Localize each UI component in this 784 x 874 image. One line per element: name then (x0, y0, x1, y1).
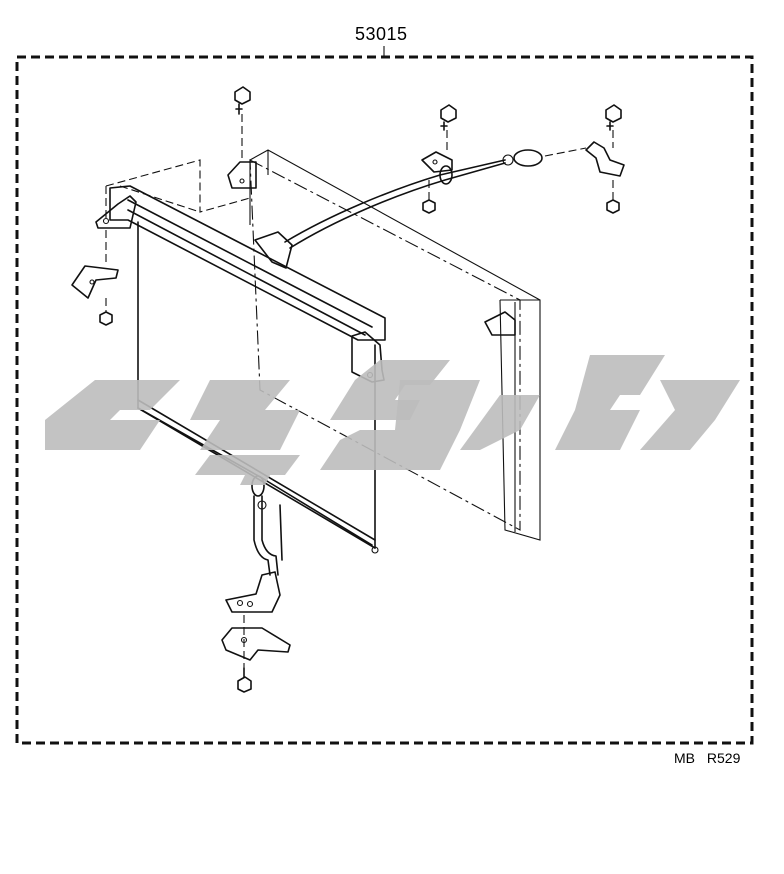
radiator-outline (249, 149, 541, 541)
bolt-icon (234, 86, 251, 160)
bolt-icon (237, 615, 252, 693)
radiator-upper-bracket-left (227, 161, 257, 189)
watermark-logo (45, 355, 740, 485)
upper-center-bracket (421, 151, 453, 173)
lower-cable-bracket (225, 571, 281, 613)
reference-code: MB R529 (674, 750, 741, 766)
alignment-guide-left (105, 159, 251, 222)
nut-icon (606, 180, 620, 214)
bolt-icon (605, 104, 622, 148)
control-cable-upper (284, 149, 543, 249)
part-number-label: 53015 (355, 24, 408, 44)
nut-icon (422, 180, 436, 214)
fan-shroud-blind (95, 185, 386, 554)
nut-icon (99, 298, 113, 326)
kit-boundary-frame (15, 55, 754, 745)
lower-left-bracket (71, 230, 119, 299)
lower-mounting-plate (221, 627, 291, 661)
radiator-side-bracket (484, 311, 516, 336)
upper-right-hook-bracket (544, 141, 625, 177)
bolt-icon (440, 104, 457, 150)
